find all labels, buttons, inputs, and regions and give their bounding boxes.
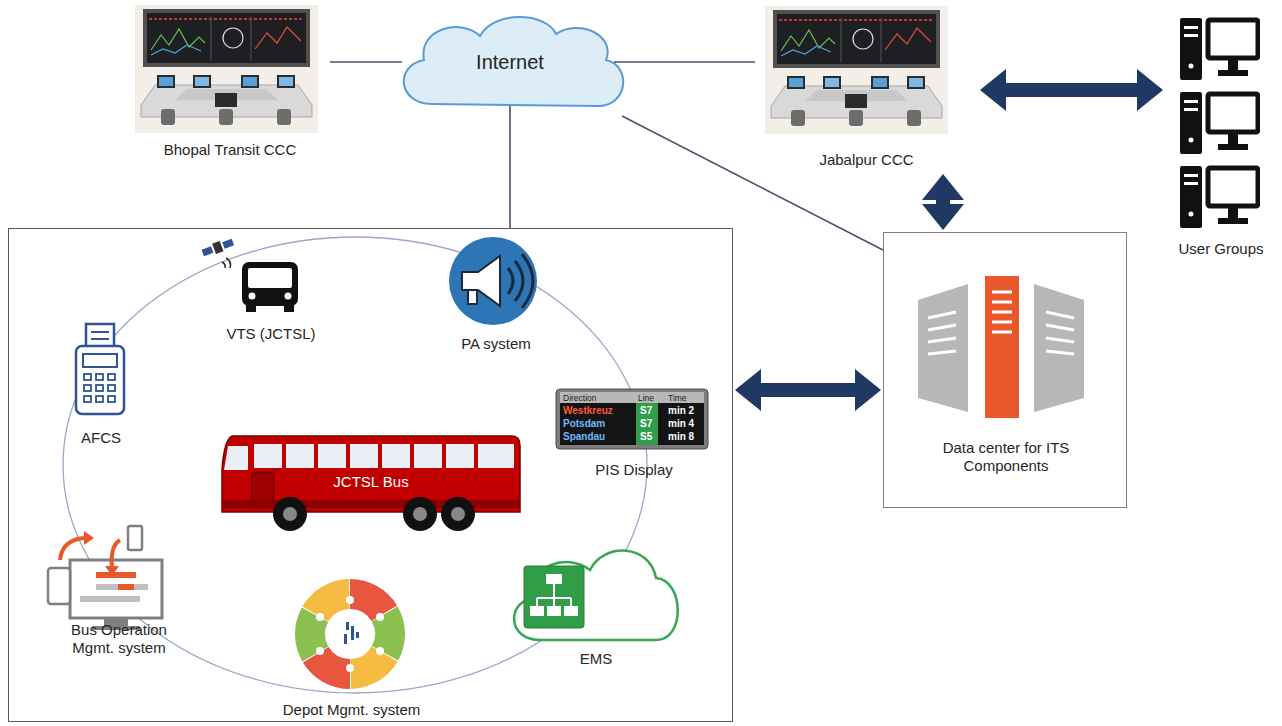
display-text: Time [668, 393, 687, 404]
display-text: min 8 [668, 431, 694, 443]
cloud-node: Internet [400, 15, 620, 112]
display-text: Potsdam [563, 418, 605, 430]
display-text: min 2 [668, 405, 694, 417]
node-label: PIS Display [549, 461, 719, 479]
node-label: PA system [436, 335, 556, 353]
bus-ops-icon: Bus Operation Mgmt. system [29, 521, 209, 661]
vts-icon: VTS (JCTSL) [196, 239, 346, 347]
network-link [622, 116, 883, 250]
node-label: Bhopal Transit CCC [130, 141, 330, 159]
node-label: Data center for ITS Components [916, 439, 1096, 475]
network-link [509, 106, 511, 228]
node-label: AFCS [51, 429, 151, 447]
node-label: JCTSL Bus [219, 473, 523, 491]
control-centre: Jabalpur CCC [755, 5, 978, 172]
display-text: Spandau [563, 431, 605, 443]
display-text: Line [638, 393, 654, 404]
display-text: Direction [563, 393, 597, 404]
data-flow-arrow [980, 69, 1163, 111]
afcs-icon: AFCS [51, 319, 151, 449]
pa-icon: PA system [436, 235, 556, 357]
bus-illustration: JCTSL Bus [219, 429, 523, 539]
display-text: S5 [640, 431, 652, 443]
display-text: min 4 [668, 418, 694, 430]
display-text: S7 [640, 418, 652, 430]
node-label: User Groups [1165, 240, 1277, 258]
ems-icon: EMS [506, 536, 686, 671]
node-label: Depot Mgmt. system [269, 701, 434, 719]
data-flow-arrow [922, 174, 964, 230]
node-label: VTS (JCTSL) [196, 325, 346, 343]
user-group: User Groups [1165, 8, 1277, 262]
node-label: Jabalpur CCC [755, 151, 978, 169]
data-flow-arrow [735, 369, 881, 411]
node-label: Bus Operation Mgmt. system [49, 621, 189, 657]
node-label: Internet [400, 51, 620, 74]
control-centre: Bhopal Transit CCC [130, 5, 330, 165]
data-centre-box: Data center for ITS Components [883, 232, 1127, 508]
network-link [614, 61, 755, 63]
display-text: S7 [640, 405, 652, 417]
network-link [330, 61, 402, 63]
system-group-box: VTS (JCTSL) PA systemAFCS JCTSL Bus PIS Dis… [8, 228, 733, 722]
node-label: EMS [506, 650, 686, 668]
display-text: Westkreuz [563, 405, 613, 417]
depot-icon: Depot Mgmt. system [269, 579, 434, 721]
